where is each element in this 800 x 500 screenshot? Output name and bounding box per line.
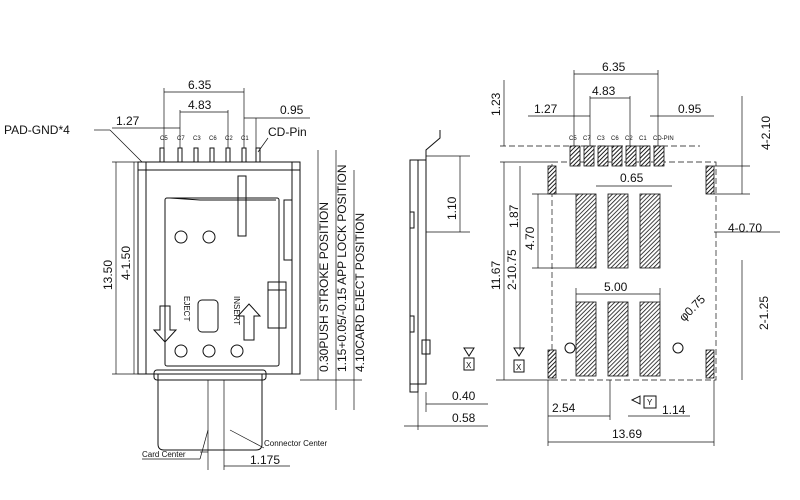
dim-4-1-50: 4-1.50 <box>119 246 133 280</box>
datum-x-box <box>463 357 475 371</box>
fp-datum-y: Y <box>647 398 653 407</box>
connector-center-label: Connector Center <box>264 439 327 448</box>
svg-text:C6: C6 <box>611 136 619 142</box>
locating-hole <box>564 342 576 354</box>
svg-text:C3: C3 <box>193 136 201 142</box>
locating-hole <box>672 342 684 354</box>
svg-text:C1: C1 <box>241 136 249 142</box>
svg-text:C5: C5 <box>569 136 577 142</box>
datum-x: X <box>466 361 472 370</box>
fp-datum-x-box <box>513 359 525 373</box>
eject-arrow-icon <box>152 305 178 343</box>
pad-gnd-label: PAD-GND*4 <box>4 123 70 137</box>
mount-hole <box>174 230 188 244</box>
fp-dim-13-69: 13.69 <box>612 427 642 441</box>
svg-text:C3: C3 <box>597 136 605 142</box>
dim-0-58: 0.58 <box>452 411 476 425</box>
card-eject-text: 4.10CARD EJECT POSITION <box>353 213 367 372</box>
top-pad-row <box>569 145 665 167</box>
gnd-pad <box>705 165 715 195</box>
front-view: EJECT INSERT C5 C7 C3 C6 C2 C1 <box>4 78 367 470</box>
insert-text: INSERT <box>232 296 241 325</box>
svg-text:C7: C7 <box>177 136 185 142</box>
svg-text:C2: C2 <box>225 136 233 142</box>
cd-pin-label: CD-Pin <box>268 125 307 139</box>
footprint-view: C5 C7 C3 C6 C2 C1 CD-PIN 6.3 <box>489 60 780 446</box>
push-stroke-text: 0.30PUSH STROKE POSITION <box>317 202 331 372</box>
svg-text:C6: C6 <box>209 136 217 142</box>
fp-dim-1-87: 1.87 <box>507 204 521 228</box>
dim-0-95: 0.95 <box>280 103 304 117</box>
fp-dim-2-54: 2.54 <box>552 401 576 415</box>
fp-dim-1-23: 1.23 <box>489 92 503 116</box>
eject-text: EJECT <box>182 296 191 321</box>
card-tray <box>164 197 280 367</box>
pin-labels: C5 C7 C3 C6 C2 C1 <box>160 136 249 142</box>
fp-dim-4-2-10: 4-2.10 <box>759 116 773 150</box>
footprint-pin-labels: C5 C7 C3 C6 C2 C1 CD-PIN <box>569 136 674 142</box>
gnd-pad <box>705 349 715 379</box>
svg-text:C1: C1 <box>639 136 647 142</box>
fp-dim-4-0-70: 4-0.70 <box>728 221 762 235</box>
fp-dim-6-35: 6.35 <box>602 60 626 74</box>
mount-hole <box>202 230 216 244</box>
gnd-pad <box>547 349 557 379</box>
contact-pads-lower <box>575 301 661 377</box>
lock-position-text: 1.15+0.05/-0.15 APP LOCK POSITION <box>335 164 349 372</box>
fp-dim-11-67: 11.67 <box>489 261 503 290</box>
fp-datum-x: X <box>516 363 522 372</box>
dim-1-10: 1.10 <box>445 196 459 220</box>
fp-dim-phi-0-75: φ0.75 <box>676 292 708 324</box>
dim-1-27: 1.27 <box>116 114 140 128</box>
insert-arrow-icon <box>236 303 262 341</box>
svg-text:C2: C2 <box>625 136 633 142</box>
side-profile <box>410 130 441 161</box>
mount-hole <box>230 344 244 358</box>
svg-text:C7: C7 <box>583 136 591 142</box>
svg-text:CD-PIN: CD-PIN <box>653 136 674 142</box>
gnd-pad <box>547 165 557 195</box>
fp-datum-y-box <box>643 395 657 409</box>
fp-dim-4-70: 4.70 <box>523 226 537 250</box>
pin-row <box>159 147 261 163</box>
dim-13-50: 13.50 <box>101 260 115 290</box>
dim-6-35: 6.35 <box>188 78 212 92</box>
card-center-label: Card Center <box>142 450 186 459</box>
mount-hole <box>202 344 216 358</box>
connector-body <box>137 161 301 375</box>
fp-dim-1-14: 1.14 <box>662 403 686 417</box>
mount-hole <box>174 344 188 358</box>
contact-pads-upper <box>575 193 661 269</box>
dim-4-83: 4.83 <box>188 98 212 112</box>
fp-dim-2-1-25: 2-1.25 <box>757 296 771 330</box>
dim-1-175: 1.175 <box>250 453 280 467</box>
fp-dim-4-83: 4.83 <box>592 84 616 98</box>
fp-dim-1-27: 1.27 <box>534 102 558 116</box>
fp-dim-0-65: 0.65 <box>620 171 644 185</box>
fp-dim-5-00: 5.00 <box>604 280 628 294</box>
fp-dim-0-95: 0.95 <box>678 102 702 116</box>
dim-0-40: 0.40 <box>452 389 476 403</box>
side-view: 1.10 0.40 0.58 X <box>404 130 488 430</box>
fp-dim-2-10-75: 2-10.75 <box>505 249 519 290</box>
